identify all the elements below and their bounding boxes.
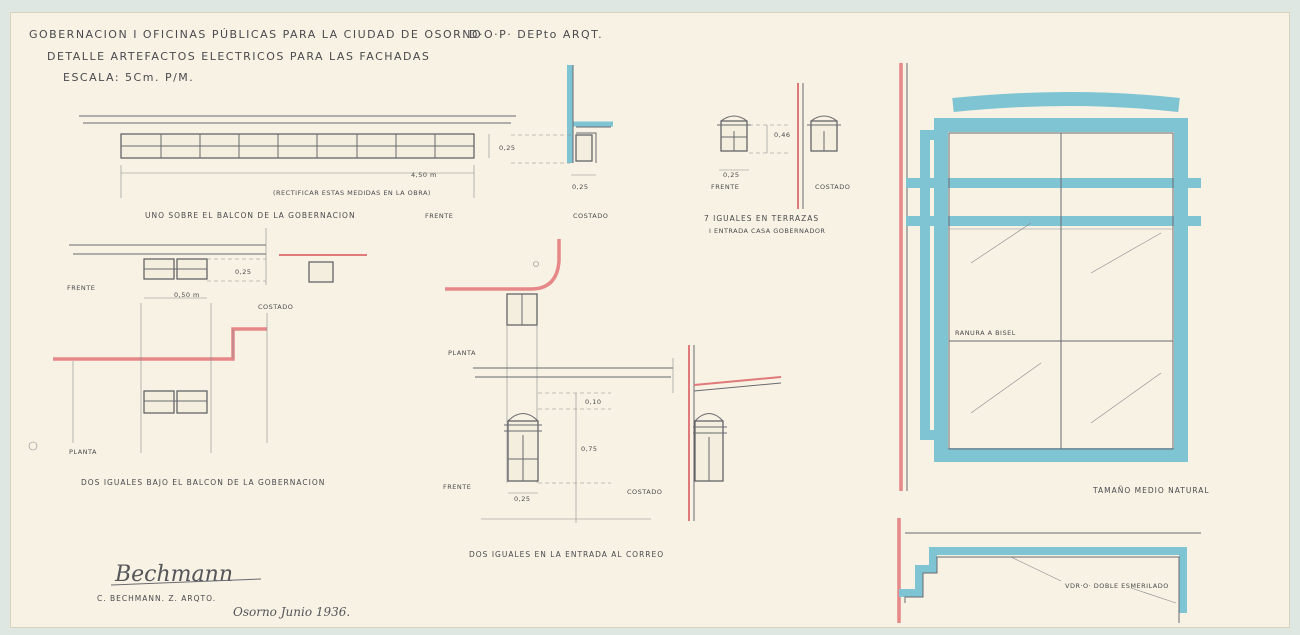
dos-correo-top-dim: 0,10 [585, 398, 601, 406]
siete-caption-1: 7 IGUALES EN TERRAZAS [704, 214, 819, 223]
scale-label: ESCALA: 5Cm. P/M. [63, 71, 194, 84]
dos-correo-caption: DOS IGUALES EN LA ENTRADA AL CORREO [469, 550, 664, 559]
uno-width-dim: 4,50 m [411, 171, 437, 179]
dos-correo-width-dim: 0,25 [514, 495, 530, 503]
full-size-detail: RANURA A BISEL TAMAÑO MEDIO NATURAL VDR·… [897, 63, 1210, 623]
uno-costado: COSTADO [573, 212, 608, 220]
dos-correo-costado: COSTADO [627, 488, 662, 496]
detail-dos-balcon: 0,25 FRENTE 0,50 m COSTADO PLANTA DOS IG… [28, 228, 367, 487]
title-line-1: GOBERNACION I OFICINAS PÚBLICAS PARA LA … [29, 28, 482, 41]
dos-balcon-planta: PLANTA [69, 448, 97, 456]
signature-name: C. BECHMANN. Z. ARQTO. [97, 594, 216, 603]
dos-balcon-frente: FRENTE [67, 284, 95, 292]
signature-scrawl: Bechmann [114, 562, 233, 587]
title-line-2: DETALLE ARTEFACTOS ELECTRICOS PARA LAS F… [47, 50, 430, 63]
siete-costado: COSTADO [815, 183, 850, 191]
uno-frente: FRENTE [425, 212, 453, 220]
dos-balcon-costado: COSTADO [258, 303, 293, 311]
dos-correo-planta: PLANTA [448, 349, 476, 357]
dos-correo-height-dim: 0,75 [581, 445, 597, 453]
department-label: D·O·P· DEPto ARQT. [469, 28, 603, 41]
dos-correo-frente: FRENTE [443, 483, 471, 491]
uno-costado-dim: 0,25 [572, 183, 588, 191]
detail-uno: 4,50 m 0,25 (RECTIFICAR ESTAS MEDIDAS EN… [79, 65, 613, 220]
signature-block: Bechmann C. BECHMANN. Z. ARQTO. Osorno J… [97, 562, 350, 619]
detail-dos-correo: PLANTA 0,10 0,75 0,25 FRENTE COSTADO DOS… [443, 239, 782, 559]
uno-height-dim: 0,25 [499, 144, 515, 152]
drawing-sheet: GOBERNACION I OFICINAS PÚBLICAS PARA LA … [10, 12, 1290, 628]
dos-balcon-height-dim: 0,25 [235, 268, 251, 276]
siete-caption-2: I ENTRADA CASA GOBERNADOR [709, 227, 825, 235]
vidrio-label: VDR·O· DOBLE ESMERILADO [1065, 582, 1169, 590]
full-size-label: TAMAÑO MEDIO NATURAL [1092, 486, 1210, 495]
siete-height-dim: 0,46 [774, 131, 790, 139]
dos-balcon-width-dim: 0,50 m [174, 291, 200, 299]
technical-drawing: GOBERNACION I OFICINAS PÚBLICAS PARA LA … [28, 28, 1210, 623]
siete-width-dim: 0,25 [723, 171, 739, 179]
uno-note: (RECTIFICAR ESTAS MEDIDAS EN LA OBRA) [273, 189, 431, 197]
siete-frente: FRENTE [711, 183, 739, 191]
ranura-label: RANURA A BISEL [955, 329, 1016, 337]
dos-balcon-caption: DOS IGUALES BAJO EL BALCON DE LA GOBERNA… [81, 478, 325, 487]
detail-siete: 0,46 0,25 FRENTE COSTADO 7 IGUALES EN TE… [704, 83, 850, 235]
signature-place-date: Osorno Junio 1936. [233, 605, 350, 619]
uno-caption: UNO SOBRE EL BALCON DE LA GOBERNACION [145, 211, 356, 220]
